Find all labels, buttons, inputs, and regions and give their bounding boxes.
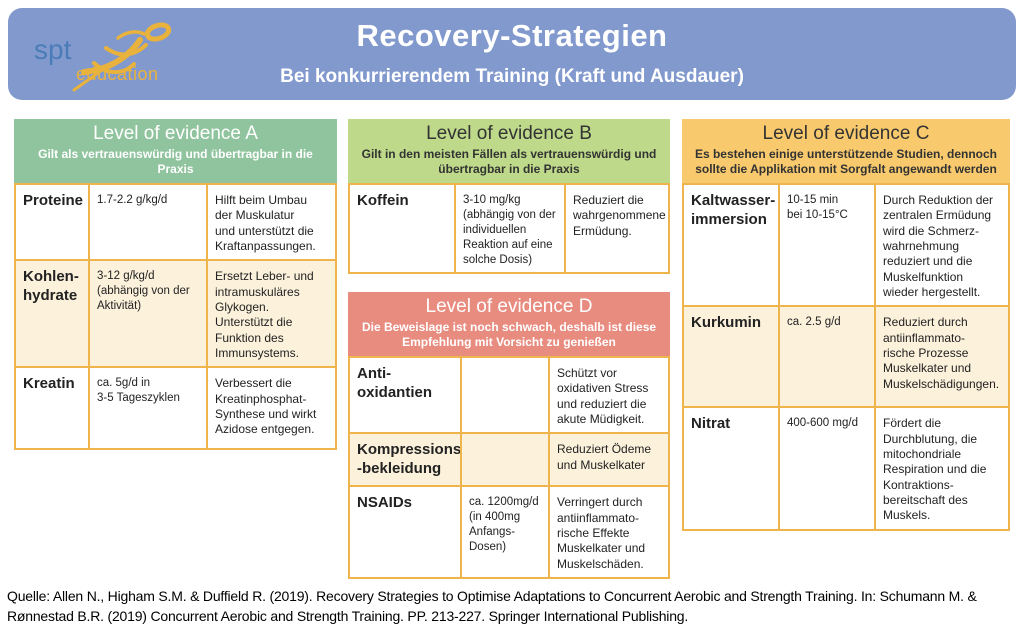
table-row: Kompressions -bekleidung Reduziert Ödeme… (350, 434, 668, 488)
table-row: Kaltwasser- immersion 10-15 min bei 10-1… (684, 184, 1008, 308)
evidence-table-c: Level of evidence C Es bestehen einige u… (682, 119, 1010, 531)
evidence-a-title: Level of evidence A (93, 123, 258, 144)
table-row: NSAIDs ca. 1200mg/d (in 400mg Anfangs- D… (350, 487, 668, 578)
evidence-c-title: Level of evidence C (762, 123, 930, 144)
page-header: spt education Recovery-Strategien Bei ko… (8, 8, 1016, 100)
table-row: Kreatin ca. 5g/d in 3-5 Tageszyklen Verb… (16, 368, 335, 449)
effect-cell: Hilft beim Umbau der Muskulatur und unte… (215, 192, 316, 253)
dosage-cell: ca. 5g/d in 3-5 Tageszyklen (90, 368, 208, 449)
evidence-d-rows: Anti- oxidantien Schützt vor oxidativen … (348, 355, 670, 580)
evidence-a-rows: Proteine 1.7-2.2 g/kg/d Hilft beim Umbau… (14, 182, 337, 451)
table-row: Kohlen- hydrate 3-12 g/kg/d (abhängig vo… (16, 261, 335, 369)
substance-name: Kohlen- hydrate (16, 261, 90, 367)
runner-icon (72, 22, 172, 92)
logo-education-text: education (76, 64, 159, 84)
evidence-a-subtitle: Gilt als vertrauenswürdig und übertragba… (38, 146, 313, 176)
evidence-b-header: Level of evidence B Gilt in den meisten … (348, 119, 670, 183)
dosage-cell: 10-15 min bei 10-15°C (780, 184, 876, 306)
dosage-cell: 1.7-2.2 g/kg/d (90, 184, 208, 260)
effect-cell: Durch Reduktion der zentralen Ermüdung w… (883, 192, 994, 299)
page-title: Recovery-Strategien (356, 18, 668, 53)
dosage-cell (462, 357, 550, 433)
effect-cell: Reduziert die wahrgenommene Ermüdung. (573, 192, 666, 238)
dosage-cell: ca. 1200mg/d (in 400mg Anfangs- Dosen) (462, 487, 550, 578)
substance-name: Anti- oxidantien (350, 357, 462, 433)
substance-name: Koffein (350, 184, 456, 273)
page-subtitle: Bei konkurrierendem Training (Kraft und … (280, 66, 744, 87)
evidence-b-title: Level of evidence B (426, 123, 592, 144)
substance-name: Kurkumin (684, 307, 780, 407)
effect-cell: Fördert die Durchblutung, die mitochondr… (883, 416, 987, 523)
substance-name: NSAIDs (350, 487, 462, 578)
evidence-d-header: Level of evidence D Die Beweislage ist n… (348, 292, 670, 356)
evidence-table-a: Level of evidence A Gilt als vertrauensw… (14, 119, 337, 451)
table-row: Nitrat 400-600 mg/d Fördert die Durchblu… (684, 408, 1008, 529)
logo-spt-text: spt (34, 34, 72, 65)
evidence-a-header: Level of evidence A Gilt als vertrauensw… (14, 119, 337, 183)
substance-name: Kreatin (16, 368, 90, 449)
substance-name: Proteine (16, 184, 90, 260)
effect-cell: Schützt vor oxidativen Stress und reduzi… (557, 365, 649, 426)
evidence-d-subtitle: Die Beweislage ist noch schwach, deshalb… (361, 319, 657, 349)
source-citation: Quelle: Allen N., Higham S.M. & Duffield… (7, 588, 977, 625)
substance-name: Nitrat (684, 408, 780, 529)
effect-cell: Verringert durch antiinflammato- rische … (557, 495, 646, 571)
evidence-c-subtitle: Es bestehen einige unterstützende Studie… (694, 146, 998, 176)
substance-name: Kaltwasser- immersion (684, 184, 780, 306)
evidence-b-subtitle: Gilt in den meisten Fällen als vertrauen… (361, 146, 657, 176)
dosage-cell (462, 434, 550, 486)
dosage-cell: 3-12 g/kg/d (abhängig von der Aktivität) (90, 261, 208, 367)
evidence-table-d: Level of evidence D Die Beweislage ist n… (348, 292, 670, 580)
effect-cell: Reduziert Ödeme und Muskelkater (557, 442, 652, 472)
evidence-d-title: Level of evidence D (425, 296, 593, 317)
evidence-c-rows: Kaltwasser- immersion 10-15 min bei 10-1… (682, 182, 1010, 531)
evidence-b-rows: Koffein 3-10 mg/kg (abhängig von der ind… (348, 182, 670, 275)
table-row: Anti- oxidantien Schützt vor oxidativen … (350, 357, 668, 435)
table-row: Kurkumin ca. 2.5 g/d Reduziert durch ant… (684, 307, 1008, 409)
effect-cell: Verbessert die Kreatinphosphat- Synthese… (215, 376, 317, 437)
table-row: Koffein 3-10 mg/kg (abhängig von der ind… (350, 184, 668, 273)
spt-education-logo: spt education (24, 16, 194, 96)
effect-cell: Ersetzt Leber- und intramuskuläres Glyko… (215, 269, 314, 361)
effect-cell: Reduziert durch antiinflammato- rische P… (883, 315, 1000, 391)
evidence-c-header: Level of evidence C Es bestehen einige u… (682, 119, 1010, 183)
dosage-cell: 3-10 mg/kg (abhängig von der individuell… (456, 184, 566, 273)
dosage-cell: ca. 2.5 g/d (780, 307, 876, 407)
table-row: Proteine 1.7-2.2 g/kg/d Hilft beim Umbau… (16, 184, 335, 262)
substance-name: Kompressions -bekleidung (350, 434, 462, 486)
evidence-table-b: Level of evidence B Gilt in den meisten … (348, 119, 670, 275)
dosage-cell: 400-600 mg/d (780, 408, 876, 529)
